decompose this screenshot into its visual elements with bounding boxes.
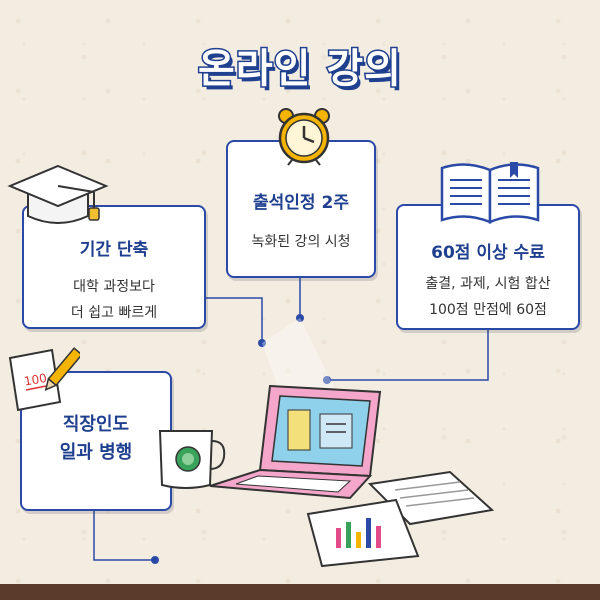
- card-heading: 출석인정 2주: [253, 193, 349, 213]
- mug-icon: [158, 430, 226, 489]
- papers-chart-icon: [306, 470, 495, 568]
- laptop-illustration: [209, 384, 382, 500]
- card-completion-score: 60점 이상 수료 출결, 과제, 시험 합산 100점 만점에 60점: [396, 204, 580, 330]
- card-heading: 60점 이상 수료: [431, 243, 545, 263]
- alarm-clock-icon: [278, 108, 330, 166]
- card-heading: 직장인도: [62, 414, 130, 435]
- card-text: 녹화된 강의 시청: [251, 234, 351, 250]
- card-text: 대학 과정보다: [73, 279, 155, 295]
- note-pencil-icon: 100: [8, 347, 80, 412]
- card-period-reduction: 기간 단축 대학 과정보다 더 쉽고 빠르게: [22, 205, 206, 329]
- note-scribble: 100: [23, 371, 48, 389]
- card-text: 출결, 과제, 시험 합산: [425, 276, 551, 292]
- open-book-icon: [440, 162, 540, 224]
- graduation-cap-icon: [7, 164, 109, 224]
- page-title: 온라인 강의: [197, 45, 403, 94]
- card-text: 100점 만점에 60점: [429, 302, 547, 318]
- card-heading: 기간 단축: [79, 240, 149, 260]
- card-text: 더 쉽고 빠르게: [70, 305, 158, 321]
- bottom-bar: [0, 584, 600, 600]
- card-heading: 일과 병행: [59, 442, 133, 463]
